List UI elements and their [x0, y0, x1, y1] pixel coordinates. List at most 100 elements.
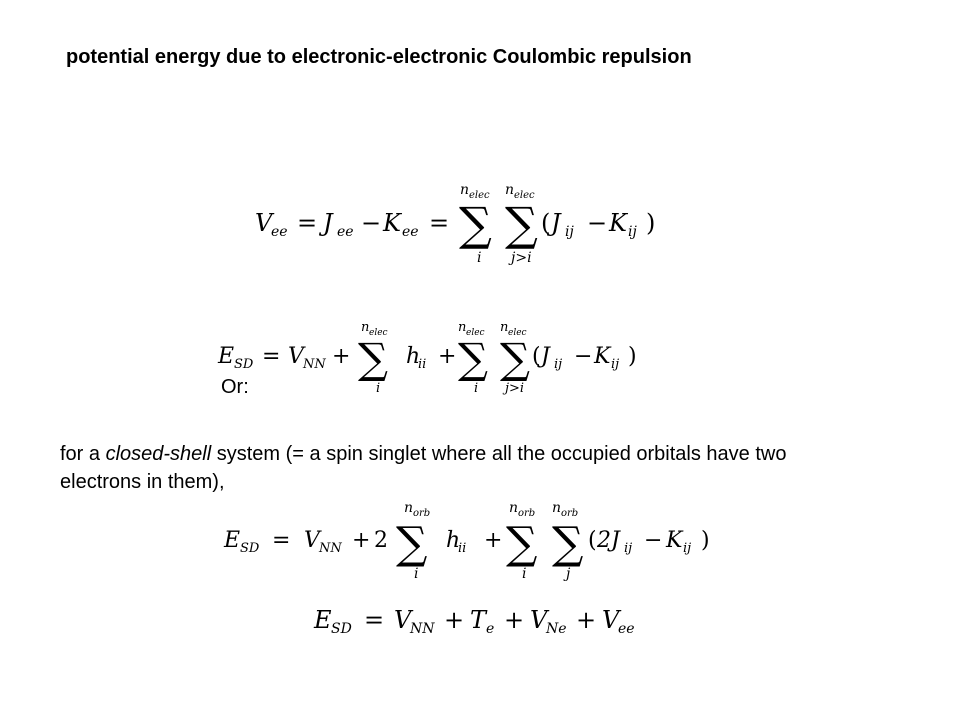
eq3-sum3-lower: j — [563, 566, 571, 582]
eq2-sum1-upper: n — [361, 320, 369, 335]
eq-vee-sum2-upper: n — [505, 182, 514, 198]
eq4-lhs-sub: SD — [331, 621, 352, 637]
eq3-lhs-sub: SD — [240, 541, 260, 556]
eq4-equals: = — [364, 606, 384, 634]
eq4-vne: V — [530, 606, 550, 634]
eq-vee-sum2-lower: j>i — [508, 250, 532, 266]
eq4-plus-1: + — [444, 606, 464, 634]
eq2-sum1-sigma: ∑ — [358, 334, 388, 383]
eq4-plus-2: + — [504, 606, 524, 634]
eq3-h: h — [446, 528, 460, 553]
eq2-sum2-lower: i — [474, 381, 478, 396]
eq4-vne-sub: Ne — [545, 621, 567, 637]
eq2-minus: − — [574, 344, 592, 369]
eq4-te: T — [470, 606, 488, 634]
eq3-vnn: V — [304, 528, 322, 553]
eq2-lhs-sub: SD — [234, 357, 254, 372]
eq2-sum1-lower: i — [376, 381, 380, 396]
eq3-coef2: 2 — [374, 528, 388, 553]
eq-vee-sum2-upper-sub: elec — [514, 190, 535, 201]
eq2-h: h — [406, 344, 420, 369]
eq2-lparen: ( — [532, 344, 541, 369]
eq2-vnn-sub: NN — [302, 357, 326, 372]
eq3-vnn-sub: NN — [318, 541, 342, 556]
eq2-lhs: E — [217, 344, 234, 369]
eq2-sum3-upper-sub: elec — [508, 328, 527, 338]
eq3-k: K — [665, 528, 684, 553]
eq2-equals: = — [262, 344, 280, 369]
or-label: Or: — [221, 376, 249, 398]
eq2-sum1-upper-sub: elec — [369, 328, 388, 338]
eq3-sum1-upper: n — [404, 500, 413, 516]
eq-vee-k-sub: ee — [402, 224, 419, 240]
slide-title: potential energy due to electronic-elect… — [66, 46, 692, 68]
eq2-sum3-sigma: ∑ — [500, 334, 530, 383]
eq-vee-j-sub: ee — [337, 224, 354, 240]
equation-esd-sum: E SD = V NN + T e + V Ne + V ee — [313, 606, 635, 637]
eq3-sum2-lower: i — [522, 566, 526, 582]
eq3-sum1-sigma: ∑ — [396, 518, 427, 569]
closed-shell-prefix: for a — [60, 443, 106, 465]
equation-esd-closed-shell: E SD = V NN + 2 n orb ∑ i h ii + n orb ∑… — [223, 500, 710, 582]
eq3-sum3-upper: n — [552, 500, 561, 516]
eq3-k-sub: ij — [683, 541, 691, 556]
eq-vee-lparen: ( — [541, 209, 550, 237]
eq3-jterm: 2J — [596, 528, 621, 553]
eq2-rparen: ) — [628, 344, 637, 369]
closed-shell-description: for a closed-shell system (= a spin sing… — [60, 440, 860, 496]
closed-shell-emphasis: closed-shell — [105, 443, 212, 465]
eq3-sum2-upper-sub: orb — [518, 508, 535, 519]
equation-vee: V ee = J ee − K ee = n elec ∑ i n elec ∑… — [255, 182, 655, 266]
eq3-lparen: ( — [588, 528, 597, 553]
eq3-rparen: ) — [701, 528, 710, 553]
eq2-kij: K — [593, 344, 612, 369]
eq3-sum3-upper-sub: orb — [561, 508, 578, 519]
eq4-vnn-sub: NN — [409, 621, 435, 637]
eq3-lhs: E — [223, 528, 240, 553]
eq2-jij: J — [537, 344, 551, 369]
eq2-kij-sub: ij — [611, 357, 619, 372]
eq2-sum2-sigma: ∑ — [458, 334, 488, 383]
eq3-sum1-upper-sub: orb — [413, 508, 430, 519]
eq-vee-sum1-sigma: ∑ — [459, 197, 492, 251]
eq3-jterm-sub: ij — [624, 541, 632, 556]
eq3-minus: − — [644, 528, 662, 553]
equation-esd-general: E SD = V NN + n elec ∑ i h ii + n elec ∑… — [217, 320, 637, 396]
closed-shell-suffix: system (= a spin singlet where all the o… — [60, 443, 787, 493]
eq4-plus-3: + — [576, 606, 596, 634]
eq3-sum1-lower: i — [414, 566, 418, 582]
eq-vee-j: J — [318, 209, 334, 237]
eq-vee-equals-1: = — [297, 209, 317, 237]
eq-vee-sum2-sigma: ∑ — [505, 197, 538, 251]
eq-vee-minus-2: − — [587, 209, 607, 237]
eq2-sum2-upper: n — [458, 320, 466, 335]
eq-vee-lhs: V — [255, 209, 275, 237]
eq-vee-sum1-upper: n — [460, 182, 469, 198]
eq2-sum3-lower: j>i — [502, 381, 524, 396]
eq3-sum2-sigma: ∑ — [506, 518, 537, 569]
eq2-plus-2: + — [438, 344, 456, 369]
eq2-jij-sub: ij — [554, 357, 562, 372]
eq3-plus-2: + — [484, 528, 502, 553]
eq-vee-lhs-sub: ee — [271, 224, 288, 240]
eq4-vnn: V — [394, 606, 414, 634]
eq2-plus-1: + — [332, 344, 350, 369]
eq4-vee: V — [602, 606, 622, 634]
eq3-h-sub: ii — [458, 541, 466, 556]
eq-vee-sum1-upper-sub: elec — [469, 190, 490, 201]
eq2-h-sub: ii — [418, 357, 426, 372]
eq-vee-sum1-lower: i — [477, 250, 481, 266]
eq-vee-kij-sub: ij — [628, 224, 637, 240]
eq2-sum3-upper: n — [500, 320, 508, 335]
eq-vee-kij: K — [608, 209, 629, 237]
eq4-te-sub: e — [486, 621, 494, 637]
eq-vee-minus: − — [361, 209, 381, 237]
eq2-vnn: V — [288, 344, 306, 369]
eq2-sum2-upper-sub: elec — [466, 328, 485, 338]
eq-vee-equals-2: = — [429, 209, 449, 237]
eq3-equals: = — [272, 528, 290, 553]
eq3-sum2-upper: n — [509, 500, 518, 516]
eq4-vee-sub: ee — [618, 621, 635, 637]
eq3-plus-1: + — [352, 528, 370, 553]
eq-vee-rparen: ) — [646, 209, 655, 237]
